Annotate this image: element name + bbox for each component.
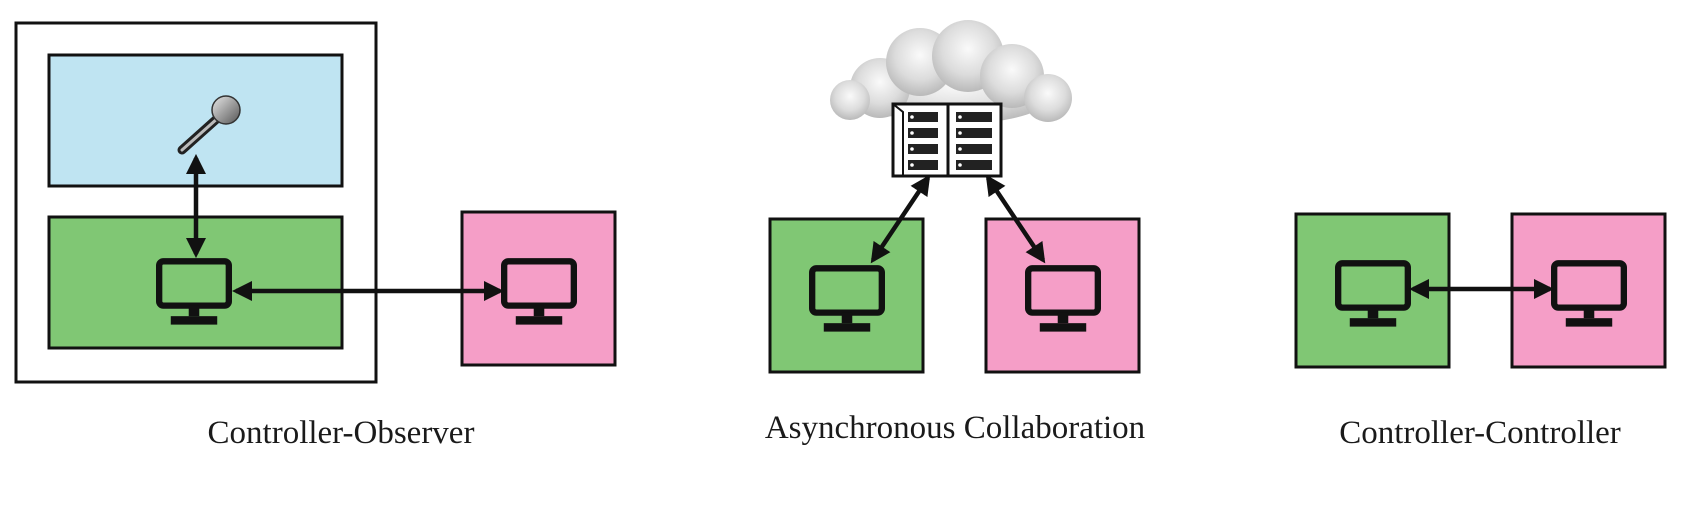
- panel-label-controller-controller: Controller-Controller: [1339, 415, 1621, 451]
- observer-box: [460, 210, 617, 367]
- panel-asynchronous-collaboration: Asynchronous Collaboration: [765, 20, 1145, 446]
- async-observer-box: [984, 217, 1141, 374]
- panel-controller-controller: Controller-Controller: [1294, 212, 1667, 451]
- panel-controller-observer: Controller-Observer: [14, 21, 617, 451]
- controller-a-box: [1294, 212, 1451, 369]
- microphone-icon: [177, 95, 241, 155]
- panel-label-asynchronous-collaboration: Asynchronous Collaboration: [765, 410, 1145, 446]
- server-rack-icon: [891, 102, 1003, 178]
- server-observer-arrow: [985, 174, 1046, 264]
- async-controller-box: [768, 217, 925, 374]
- server-controller-arrow: [870, 174, 931, 264]
- panel-label-controller-observer: Controller-Observer: [208, 415, 475, 451]
